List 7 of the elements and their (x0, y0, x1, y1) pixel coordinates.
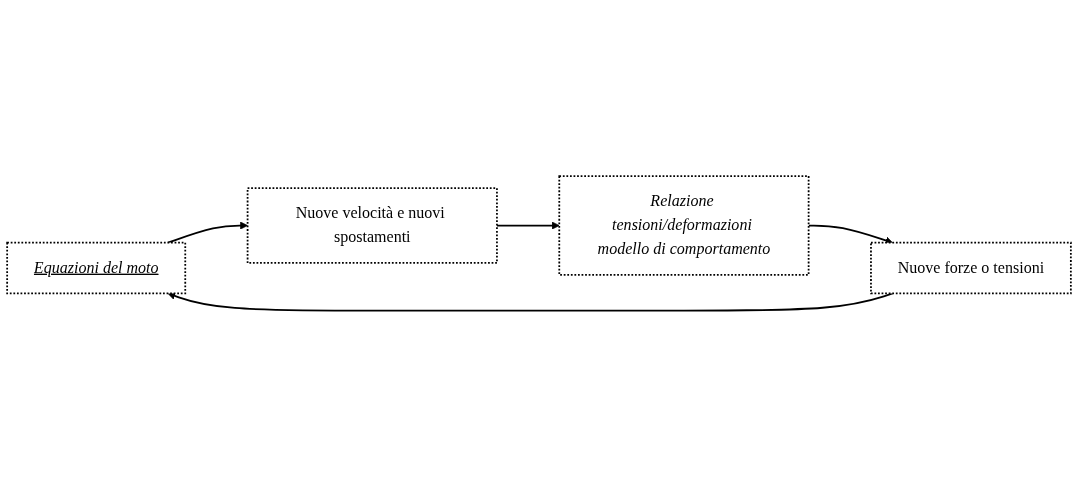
node-box: Nuove velocità e nuovi spostamenti (246, 187, 498, 264)
node-box: Relazione tensioni/deformazioni modello di comportamento (558, 175, 810, 276)
node-box: Equazioni del moto (6, 241, 187, 295)
arrow (167, 292, 894, 312)
arrow (167, 221, 248, 244)
node-box: Nuove forze o tensioni (870, 241, 1072, 295)
arrow (496, 221, 560, 230)
